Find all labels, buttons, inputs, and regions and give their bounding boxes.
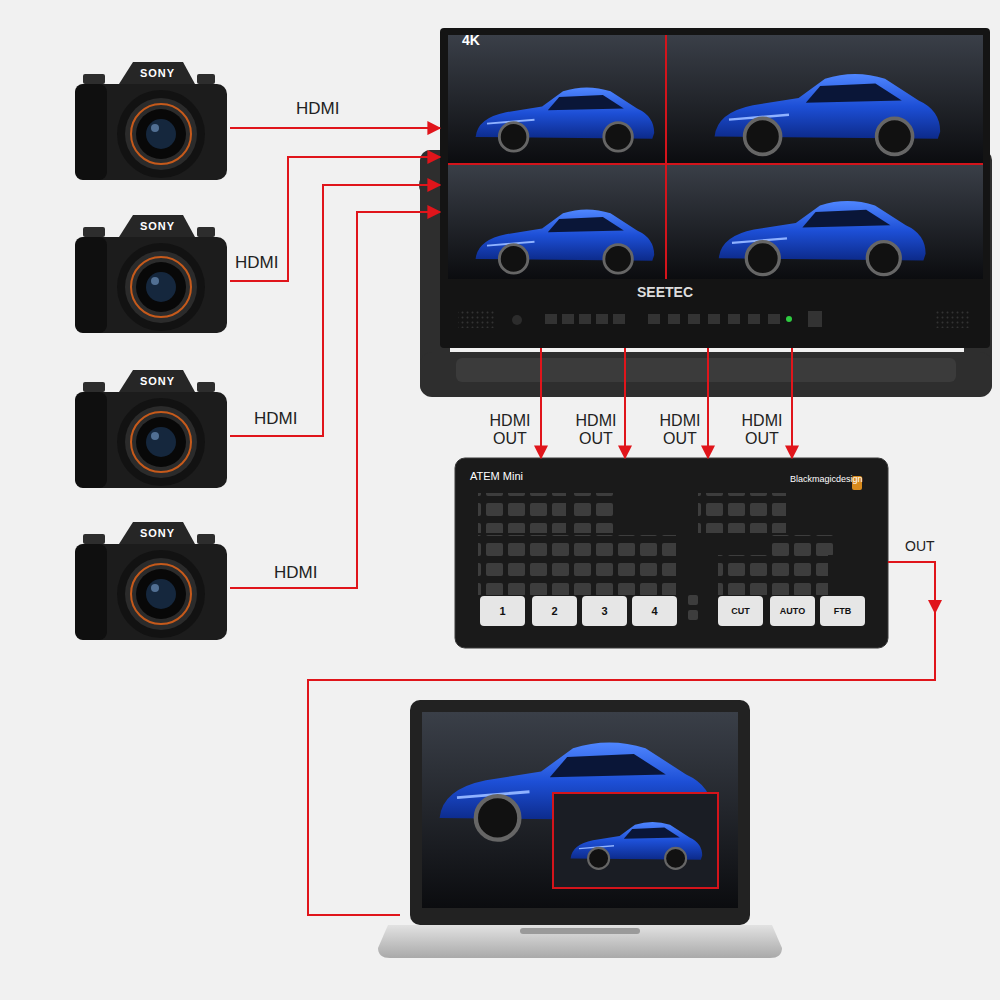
brand-label: SONY (75, 62, 230, 79)
cable-label: HDMI (235, 253, 278, 273)
cable-label: HDMI OUT (571, 412, 621, 449)
camera: SONY (75, 370, 230, 488)
brand-label: SONY (75, 215, 230, 232)
output-label: OUT (905, 538, 935, 554)
camera-illustration (75, 62, 227, 640)
signal-connector (540, 348, 542, 458)
button-label: CUT (731, 606, 750, 616)
brand-label: Blackmagicdesign (790, 474, 863, 484)
camera: SONY (75, 62, 230, 180)
switch-button: 2 (532, 596, 577, 626)
button-label: 1 (499, 605, 505, 617)
device-name: ATEM Mini (470, 470, 523, 482)
signal-connector (791, 348, 793, 458)
signal-connector (230, 185, 440, 436)
signal-connector (624, 348, 626, 458)
cable-label: HDMI (296, 99, 339, 119)
switch-button: 4 (632, 596, 677, 626)
signal-connector (707, 348, 709, 458)
button-label: 2 (551, 605, 557, 617)
button-label: 3 (601, 605, 607, 617)
monitor: 4K SEETEC (440, 28, 990, 348)
switch-button: FTB (820, 596, 865, 626)
cable-label: HDMI OUT (485, 412, 535, 449)
brand-label: SEETEC (605, 284, 725, 300)
button-label: AUTO (780, 606, 805, 616)
camera: SONY (75, 215, 230, 333)
output-wire (308, 562, 942, 915)
signal-connector (230, 127, 440, 129)
cable-label: HDMI OUT (655, 412, 705, 449)
cable-label: HDMI (254, 409, 297, 429)
cable-label: HDMI (274, 563, 317, 583)
camera: SONY (75, 522, 230, 640)
brand-label: SONY (75, 370, 230, 387)
signal-connector (230, 212, 440, 588)
switch-button: 3 (582, 596, 627, 626)
monitor-illustration (419, 28, 992, 397)
signal-connector (230, 157, 440, 281)
switch-button: CUT (718, 596, 763, 626)
switch-button: 1 (480, 596, 525, 626)
resolution-badge: 4K (462, 32, 480, 48)
laptop-illustration (378, 700, 782, 958)
button-label: 4 (651, 605, 657, 617)
button-label: FTB (834, 606, 852, 616)
switcher-illustration (455, 458, 888, 648)
brand-label: SONY (75, 522, 230, 539)
switch-button: AUTO (770, 596, 815, 626)
cable-label: HDMI OUT (737, 412, 787, 449)
video-switcher: ATEM Mini Blackmagicdesign 1 2 3 4 CUT AUTO FTB (455, 458, 888, 648)
